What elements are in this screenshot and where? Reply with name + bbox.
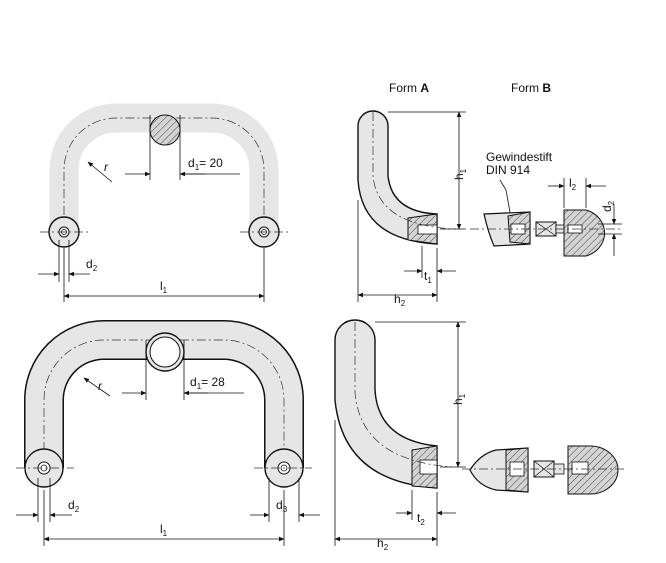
bottom-t2-label: t2	[417, 511, 425, 527]
callout-line2: DIN 914	[486, 163, 530, 177]
bottom-side-body	[334, 319, 438, 489]
form-b-label: Form B	[511, 81, 551, 95]
formb-l2-label: l2	[569, 176, 577, 192]
bottom-l1-label: l1	[160, 522, 168, 538]
top-d1-label: d1= 20	[188, 156, 223, 172]
top-d2-label: d2	[86, 257, 98, 273]
top-h1-label: h1	[452, 168, 468, 180]
form-b-bottom-detail	[462, 445, 624, 495]
bottom-h1-label: h1	[451, 393, 467, 405]
top-handle-section	[149, 114, 181, 146]
top-side-body	[357, 110, 438, 245]
top-h2-label: h2	[394, 292, 406, 308]
form-a-label: Form A	[389, 81, 429, 95]
top-radius-label: r	[104, 160, 109, 174]
bottom-h2-label: h2	[377, 536, 389, 552]
bottom-side-view: h1 h2 t2	[334, 319, 467, 552]
top-side-view: h1 h2 t1	[357, 110, 468, 308]
bottom-d3-label: d3	[276, 498, 288, 514]
callout-line1: Gewindestift	[486, 150, 553, 164]
bottom-d1-label: d1= 28	[190, 375, 225, 391]
bottom-handle-front-view: r d1= 28 d2 d3 l1	[16, 320, 320, 546]
top-l1-label: l1	[160, 279, 168, 295]
bottom-d2-label: d2	[68, 498, 80, 514]
top-handle-front-view: r d1= 20 d2 l1	[38, 103, 288, 302]
top-t1-label: t1	[424, 269, 432, 285]
form-b-top-detail: Gewindestift DIN 914 l2 d2	[470, 150, 622, 257]
formb-d2-label: d2	[600, 200, 616, 212]
bottom-radius-label: r	[98, 379, 103, 393]
